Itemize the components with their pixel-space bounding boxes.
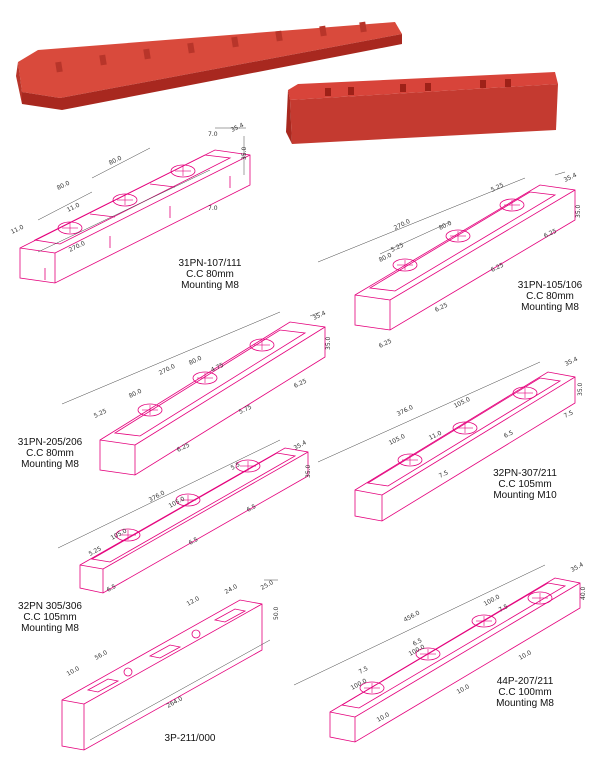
product-code: 32PN-307/211 (493, 468, 557, 479)
product-label: 32PN-307/211 C.C 105mm Mounting M10 (470, 468, 580, 501)
svg-text:10.0: 10.0 (518, 649, 533, 662)
svg-text:5.75: 5.75 (238, 404, 253, 416)
svg-text:7.5: 7.5 (438, 469, 450, 480)
product-cc: C.C 80mm (186, 269, 234, 280)
svg-text:6.25: 6.25 (293, 378, 308, 390)
svg-text:105.0: 105.0 (453, 396, 472, 410)
svg-text:80.0: 80.0 (56, 180, 71, 192)
svg-text:100.0: 100.0 (350, 677, 369, 691)
product-cc: C.C 80mm (526, 291, 574, 302)
svg-text:6.5: 6.5 (246, 503, 258, 514)
product-mounting: Mounting M8 (496, 698, 554, 709)
product-cc: C.C 105mm (498, 479, 552, 490)
drawing-31pn-107-111 (19, 149, 251, 284)
svg-text:7.5: 7.5 (358, 665, 370, 676)
svg-text:6.25: 6.25 (378, 338, 393, 350)
svg-text:6.5: 6.5 (503, 429, 515, 440)
svg-text:270.0: 270.0 (68, 240, 87, 254)
svg-text:456.0: 456.0 (403, 609, 422, 623)
svg-text:10.0: 10.0 (66, 665, 81, 678)
product-code: 32PN 305/306 (18, 601, 82, 612)
drawing-44p-207-211 (329, 577, 581, 743)
svg-text:80.0: 80.0 (128, 388, 143, 400)
svg-text:11.0: 11.0 (66, 202, 81, 214)
svg-text:35.0: 35.0 (325, 336, 332, 350)
svg-text:376.0: 376.0 (396, 404, 415, 418)
svg-text:35.0: 35.0 (241, 146, 248, 160)
svg-text:6.25: 6.25 (434, 302, 449, 314)
svg-text:12.0: 12.0 (186, 595, 201, 608)
svg-text:6.5: 6.5 (188, 536, 200, 547)
svg-text:35.0: 35.0 (305, 464, 312, 478)
svg-text:11.0: 11.0 (10, 224, 25, 236)
svg-text:24.0: 24.0 (224, 583, 239, 596)
svg-text:7.0: 7.0 (208, 205, 218, 212)
svg-text:376.0: 376.0 (148, 489, 167, 503)
product-code: 44P-207/211 (496, 676, 554, 687)
product-cc: C.C 105mm (23, 612, 77, 623)
product-label: 31PN-107/111 C.C 80mm Mounting M8 (155, 258, 265, 291)
svg-text:35.4: 35.4 (570, 561, 585, 574)
svg-text:5.5: 5.5 (230, 461, 242, 472)
svg-text:80.0: 80.0 (438, 220, 453, 232)
product-mounting: Mounting M8 (521, 302, 579, 313)
product-mounting: Mounting M8 (21, 459, 79, 470)
svg-text:11.0: 11.0 (428, 430, 443, 442)
svg-text:7.5: 7.5 (563, 409, 575, 420)
product-code: 31PN-105/106 (517, 280, 583, 291)
svg-text:35.4: 35.4 (563, 172, 578, 184)
product-mounting: Mounting M10 (493, 490, 557, 501)
svg-text:80.0: 80.0 (108, 155, 123, 167)
svg-text:5.25: 5.25 (93, 408, 108, 420)
product-mounting: Mounting M8 (21, 623, 79, 634)
svg-text:35.4: 35.4 (312, 310, 327, 322)
product-code: 31PN-205/206 (17, 437, 83, 448)
product-code: 3P-211/000 (164, 733, 216, 744)
product-label: 3P-211/000 (140, 733, 240, 744)
svg-text:50.0: 50.0 (273, 606, 280, 620)
svg-text:40.0: 40.0 (580, 586, 587, 600)
svg-text:7.0: 7.0 (208, 131, 218, 138)
drawing-32pn-307-211 (354, 371, 576, 522)
drawing-32pn-305-306 (79, 447, 309, 594)
svg-text:35.4: 35.4 (564, 356, 579, 368)
svg-text:270.0: 270.0 (393, 218, 412, 232)
svg-text:105.0: 105.0 (388, 433, 407, 447)
svg-text:100.0: 100.0 (483, 593, 502, 607)
product-cc: C.C 80mm (26, 448, 74, 459)
svg-text:5.25: 5.25 (490, 182, 505, 194)
svg-text:80.0: 80.0 (188, 355, 203, 367)
drawing-3p-211-000 (61, 599, 263, 751)
product-code: 31PN-107/111 (178, 258, 242, 269)
drawing-31pn-105-106 (354, 184, 576, 331)
svg-text:35.0: 35.0 (577, 382, 584, 396)
svg-text:35.4: 35.4 (293, 439, 308, 452)
svg-text:6.5: 6.5 (412, 637, 424, 648)
svg-text:270.0: 270.0 (158, 363, 177, 377)
product-label: 31PN-105/106 C.C 80mm Mounting M8 (500, 280, 600, 313)
svg-text:80.0: 80.0 (378, 252, 393, 264)
svg-text:25.0: 25.0 (260, 579, 275, 592)
svg-text:35.0: 35.0 (575, 204, 582, 218)
product-label: 31PN-205/206 C.C 80mm Mounting M8 (0, 437, 100, 470)
product-label: 32PN 305/306 C.C 105mm Mounting M8 (0, 601, 100, 634)
product-label: 44P-207/211 C.C 100mm Mounting M8 (470, 676, 580, 709)
svg-text:35.4: 35.4 (230, 122, 245, 134)
product-mounting: Mounting M8 (181, 280, 239, 291)
product-photo-long (16, 21, 558, 144)
product-cc: C.C 100mm (498, 687, 552, 698)
svg-text:10.0: 10.0 (456, 683, 471, 696)
svg-text:105.0: 105.0 (168, 495, 187, 509)
svg-text:264.0: 264.0 (166, 695, 185, 710)
svg-text:56.0: 56.0 (94, 649, 109, 662)
svg-text:6.25: 6.25 (176, 442, 191, 454)
drawing-31pn-205-206 (99, 321, 326, 476)
svg-text:6.5: 6.5 (106, 583, 118, 594)
svg-text:7.5: 7.5 (498, 603, 510, 614)
svg-text:6.25: 6.25 (543, 228, 558, 240)
